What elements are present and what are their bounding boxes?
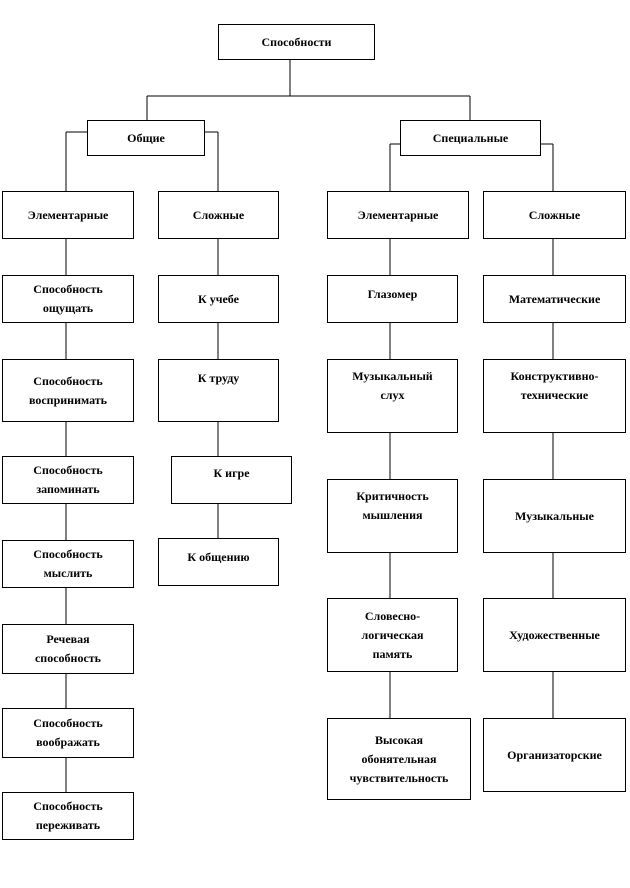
node-special-complex-item: Художественные (483, 598, 626, 672)
node-general-elementary-item: Способность запоминать (2, 456, 134, 504)
node-general: Общие (87, 120, 205, 156)
node-special-complex-item: Математические (483, 275, 626, 323)
node-general-elementary-item: Речевая способность (2, 624, 134, 674)
node-special-elementary-item: Критичность мышления (327, 479, 458, 553)
node-special-elementary: Элементарные (327, 191, 469, 239)
node-special-complex-item: Организаторские (483, 718, 626, 792)
node-root: Способности (218, 24, 375, 60)
node-general-elementary: Элементарные (2, 191, 134, 239)
node-special-elementary-item: Словесно- логическая память (327, 598, 458, 672)
node-special: Специальные (400, 120, 541, 156)
node-general-elementary-item: Способность воображать (2, 708, 134, 758)
node-general-elementary-item: Способность переживать (2, 792, 134, 840)
node-special-complex: Сложные (483, 191, 626, 239)
node-general-complex-item: К игре (171, 456, 292, 504)
node-general-complex-item: К труду (158, 359, 279, 422)
node-special-elementary-item: Высокая обонятельная чувствительность (327, 718, 471, 800)
node-general-elementary-item: Способность мыслить (2, 540, 134, 588)
node-general-elementary-item: Способность ощущать (2, 275, 134, 323)
node-general-elementary-item: Способность воспринимать (2, 359, 134, 422)
node-special-elementary-item: Глазомер (327, 275, 458, 323)
node-special-elementary-item: Музыкальный слух (327, 359, 458, 433)
node-special-complex-item: Музыкальные (483, 479, 626, 553)
node-general-complex-item: К общению (158, 538, 279, 586)
node-general-complex: Сложные (158, 191, 279, 239)
node-special-complex-item: Конструктивно- технические (483, 359, 626, 433)
node-general-complex-item: К учебе (158, 275, 279, 323)
